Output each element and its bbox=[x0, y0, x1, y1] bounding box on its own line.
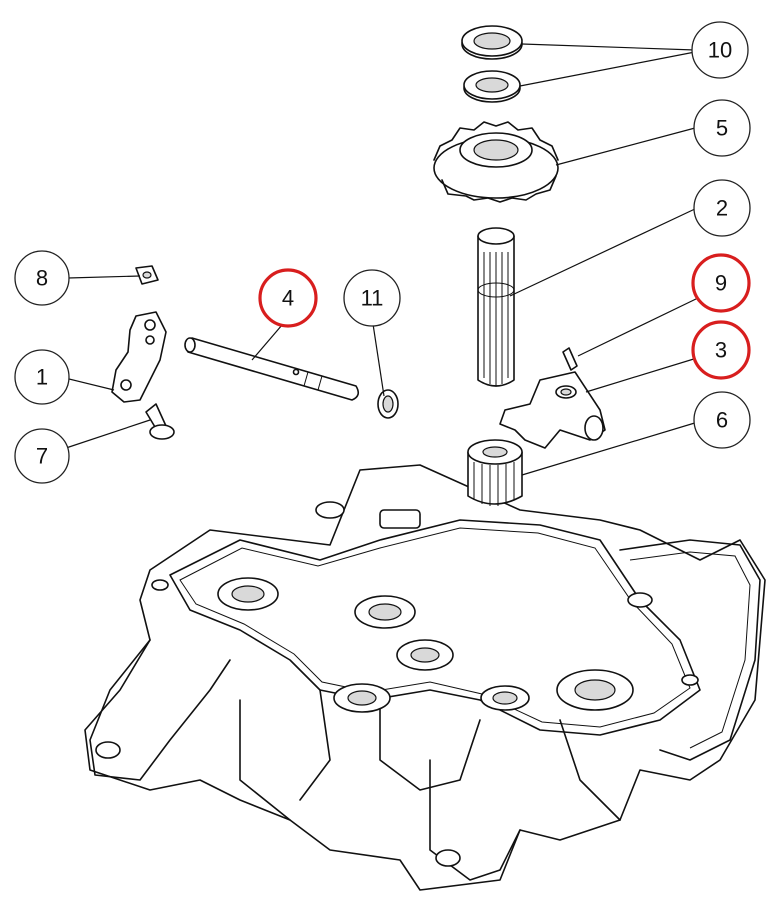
selector-lever bbox=[111, 311, 167, 403]
callout-10: 10 bbox=[691, 21, 749, 79]
callout-circle bbox=[691, 320, 751, 380]
callout-circle bbox=[693, 179, 751, 237]
bearing-pair bbox=[461, 25, 523, 103]
square-nut bbox=[135, 265, 159, 285]
oil-seal bbox=[377, 389, 399, 419]
callout-circle bbox=[343, 269, 401, 327]
callout-9: 9 bbox=[691, 253, 751, 313]
callout-label: 4 bbox=[282, 286, 294, 311]
callout-5: 5 bbox=[693, 99, 751, 157]
callout-circle bbox=[14, 428, 70, 484]
callout-label: 5 bbox=[716, 116, 728, 141]
gearbox-housing bbox=[84, 464, 766, 891]
callout-label: 10 bbox=[708, 38, 732, 63]
callout-circle bbox=[693, 99, 751, 157]
callout-7: 7 bbox=[14, 428, 70, 484]
callout-2: 2 bbox=[693, 179, 751, 237]
callout-label: 11 bbox=[361, 286, 384, 311]
callout-label: 7 bbox=[36, 444, 48, 469]
roll-pin bbox=[562, 347, 578, 371]
bevel-gear bbox=[433, 121, 559, 203]
callout-1: 1 bbox=[14, 349, 70, 405]
shift-rod bbox=[184, 337, 360, 401]
spur-gear bbox=[467, 439, 523, 506]
callout-circle bbox=[14, 250, 70, 306]
callout-label: 6 bbox=[716, 408, 728, 433]
callout-circle bbox=[693, 391, 751, 449]
leader-lines bbox=[64, 43, 699, 476]
callout-label: 1 bbox=[36, 365, 48, 390]
callout-11: 11 bbox=[343, 269, 401, 327]
callout-circle bbox=[691, 21, 749, 79]
callout-circle bbox=[14, 349, 70, 405]
splined-shaft bbox=[477, 227, 515, 387]
callout-label: 2 bbox=[716, 196, 728, 221]
callout-6: 6 bbox=[693, 391, 751, 449]
callout-circle bbox=[691, 253, 751, 313]
callout-label: 3 bbox=[715, 338, 727, 363]
callout-3: 3 bbox=[691, 320, 751, 380]
shoulder-bolt bbox=[145, 403, 175, 440]
callout-8: 8 bbox=[14, 250, 70, 306]
callout-label: 9 bbox=[715, 271, 727, 296]
callout-label: 8 bbox=[36, 266, 48, 291]
callout-4: 4 bbox=[258, 268, 318, 328]
shift-fork bbox=[499, 371, 606, 449]
callout-circle bbox=[258, 268, 318, 328]
